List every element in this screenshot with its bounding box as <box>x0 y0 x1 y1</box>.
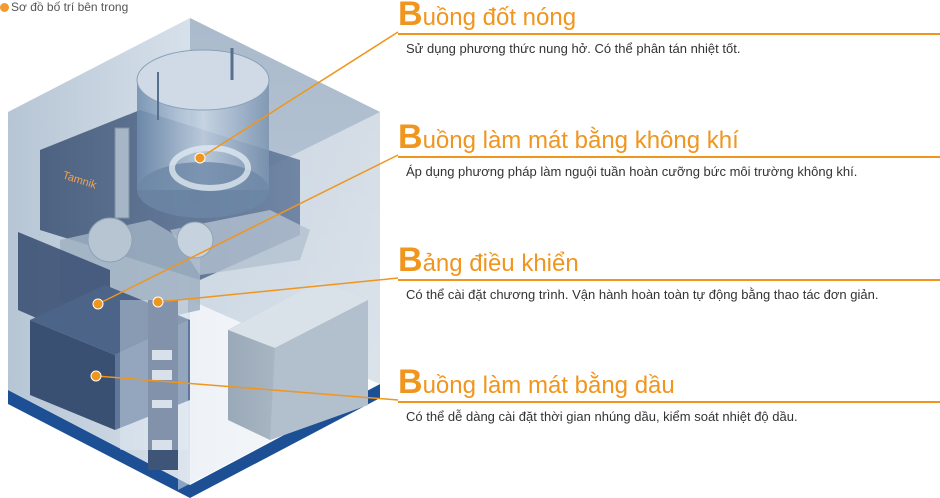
callout-air-cooling-chamber: Buồng làm mát bằng không khí Áp dụng phư… <box>398 118 940 179</box>
diagram-caption: Sơ đồ bố trí bên trong <box>0 0 128 14</box>
callout-description: Có thể cài đặt chương trình. Vận hành ho… <box>406 287 879 302</box>
callout-description: Có thể dễ dàng cài đặt thời gian nhúng d… <box>406 409 798 424</box>
callout-description: Áp dụng phương pháp làm nguội tuần hoàn … <box>406 164 858 179</box>
tank-top <box>136 49 270 111</box>
bullet-dot-icon <box>0 2 9 12</box>
callout-title: Bảng điều khiển <box>398 241 579 279</box>
callout-title: Buồng làm mát bằng dầu <box>398 363 675 401</box>
callout-lines <box>95 31 399 401</box>
callout-rule <box>398 279 940 281</box>
chimney <box>114 127 130 219</box>
floor-slab <box>8 384 380 498</box>
callout-heating-chamber: Buồng đốt nóng Sử dụng phương thức nung … <box>398 0 940 56</box>
callout-rule <box>398 33 940 35</box>
callout-title: Buồng làm mát bằng không khí <box>398 118 739 156</box>
callout-oil-cooling-chamber: Buồng làm mát bằng dầu Có thể dễ dàng cà… <box>398 363 940 424</box>
caption-text: Sơ đồ bố trí bên trong <box>11 0 129 14</box>
callout-description: Sử dụng phương thức nung hở. Có thể phân… <box>406 41 741 56</box>
callout-control-panel: Bảng điều khiển Có thể cài đặt chương tr… <box>398 241 940 302</box>
oil-cooling-chamber <box>30 320 115 430</box>
callout-title: Buồng đốt nóng <box>398 0 577 33</box>
callout-rule <box>398 156 940 158</box>
callout-dots <box>90 152 206 382</box>
callout-rule <box>398 401 940 403</box>
